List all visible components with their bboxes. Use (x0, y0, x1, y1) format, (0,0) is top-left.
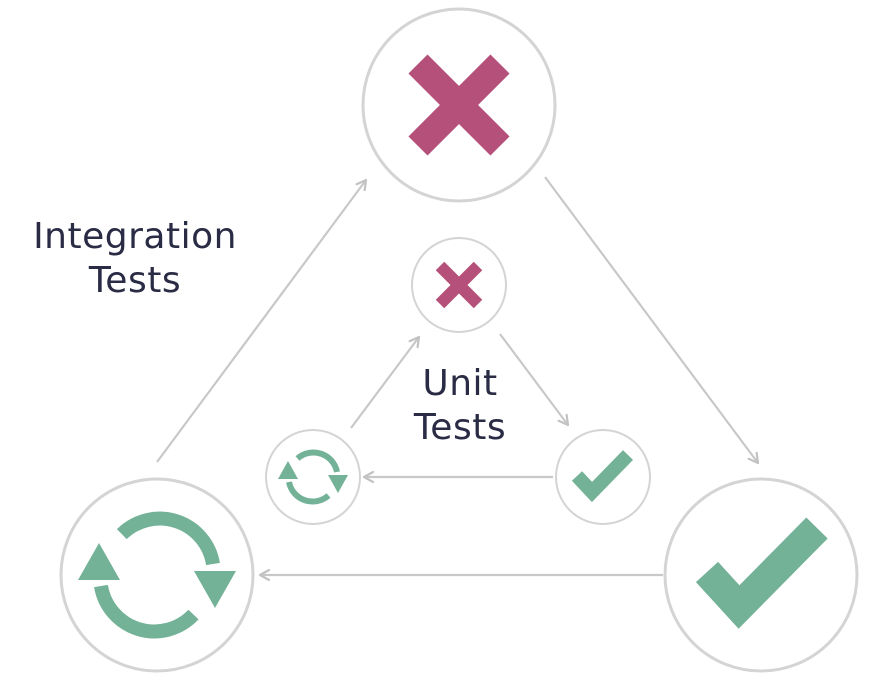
integration-tests-label-line1: Integration (33, 216, 237, 257)
inner-refactor-node (265, 429, 361, 525)
outer-fail-node (361, 7, 557, 203)
arrow-outer-fail-to-pass (544, 176, 758, 463)
outer-pass-node (663, 477, 859, 673)
unit-tests-label-line1: Unit (422, 363, 498, 404)
arrow-outer-refactor-to-fail (156, 180, 366, 463)
unit-tests-label: Unit Tests (395, 362, 525, 450)
inner-fail-node (411, 237, 507, 333)
arrow-inner-fail-to-pass (499, 333, 568, 425)
inner-pass-node (555, 429, 651, 525)
unit-tests-label-line2: Tests (413, 407, 507, 448)
arrow-inner-refactor-to-fail (350, 337, 419, 429)
cross-icon (408, 54, 510, 156)
integration-tests-label: Integration Tests (20, 215, 250, 303)
integration-tests-label-line2: Tests (88, 260, 182, 301)
outer-cycle-arrows (156, 176, 758, 575)
cross-icon (435, 261, 483, 309)
check-icon (695, 517, 828, 629)
inner-cycle-arrows (350, 333, 568, 477)
refresh-icon (78, 511, 236, 639)
check-icon (571, 450, 634, 503)
outer-refactor-node (59, 477, 255, 673)
refresh-icon (278, 449, 348, 505)
